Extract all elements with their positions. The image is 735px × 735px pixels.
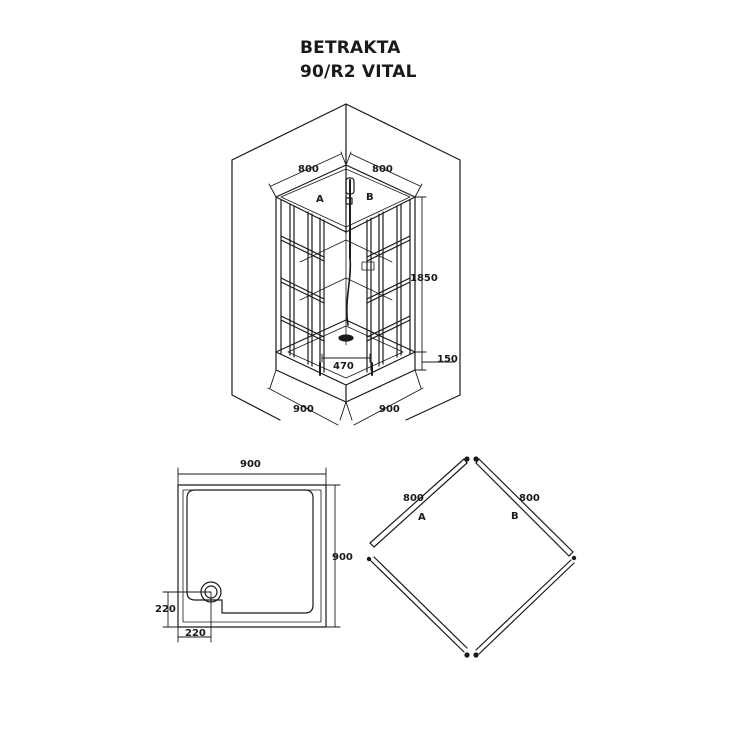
tray-dim-drain-x (177, 591, 212, 643)
dim-tray-height-label: 150 (437, 354, 458, 365)
back-wall-shelves (299, 239, 393, 301)
tray-dim-drain-y (162, 591, 212, 628)
title-line-2: 90/R2 VITAL (300, 62, 417, 82)
title-line-1: BETRAKTA (300, 38, 401, 58)
dim-base-left (267, 369, 347, 426)
dim-base-left-label: 900 (293, 404, 314, 415)
panel-a-glass-grid (280, 203, 325, 373)
tray-width-label: 900 (240, 459, 261, 470)
dim-height (414, 196, 427, 353)
panel-b-glass-grid (366, 203, 411, 373)
dim-height-label: 1850 (410, 273, 438, 284)
tray-dim-width (177, 467, 327, 486)
dim-base-right-label: 900 (379, 404, 400, 415)
tray-depth-label: 900 (332, 552, 353, 563)
panel-plan-door-right (475, 559, 575, 655)
panel-plan-b-label: B (511, 511, 519, 522)
dim-door-label: 470 (333, 361, 354, 372)
dim-door (321, 353, 371, 363)
panel-plan-a-label: A (418, 512, 426, 523)
shower-set (345, 177, 355, 326)
panel-plan-b (475, 458, 574, 557)
dim-top-a-label: 800 (298, 164, 319, 175)
panel-plan-hinge-dots (366, 456, 577, 658)
panel-plan-a-length: 800 (403, 493, 424, 504)
tray-drain-y-label: 220 (155, 604, 176, 615)
panel-plan-b-length: 800 (519, 493, 540, 504)
dim-tray-height (414, 351, 456, 371)
panel-a-label: A (316, 194, 324, 205)
tray-dim-depth (325, 484, 341, 628)
dim-top-b (345, 151, 423, 198)
panel-plan-door-left (369, 556, 468, 653)
tray-drain-x-label: 220 (185, 628, 206, 639)
dim-base-right (345, 369, 424, 426)
dim-top-a (268, 151, 347, 198)
dim-top-b-label: 800 (372, 164, 393, 175)
panel-b-label: B (366, 192, 374, 203)
tray-plan-outline (177, 484, 327, 628)
